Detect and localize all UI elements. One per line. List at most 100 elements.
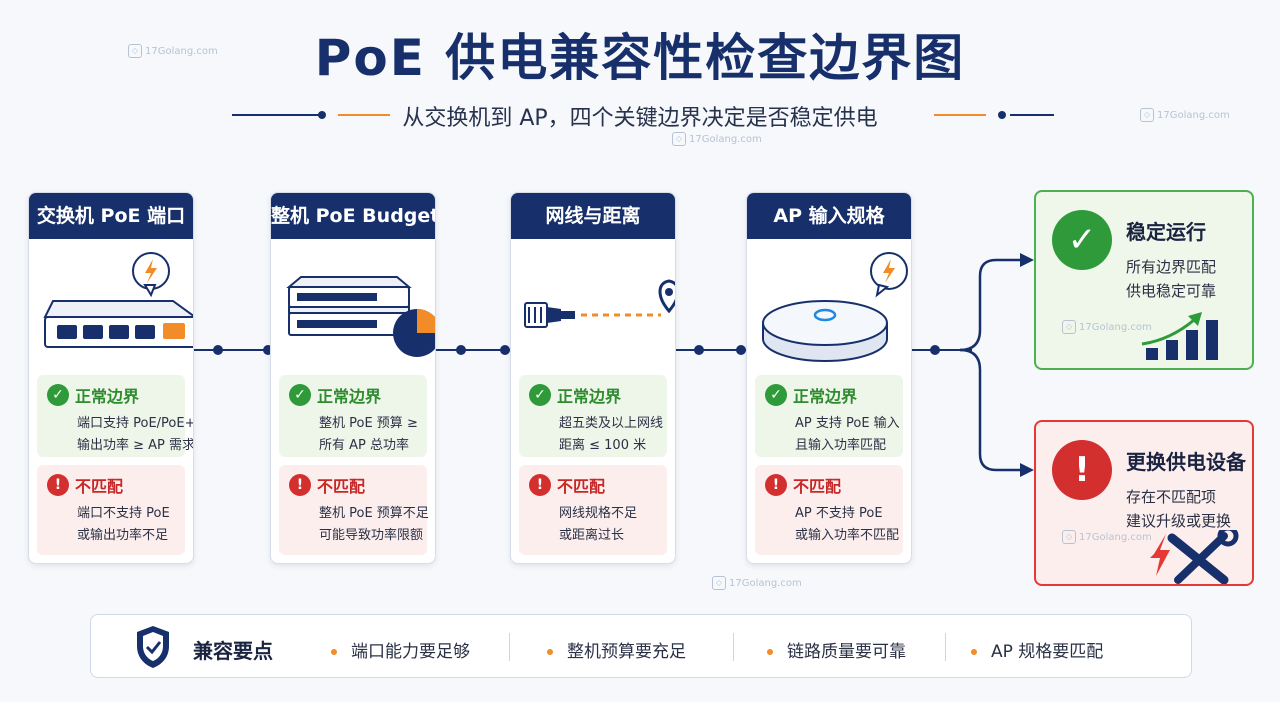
card-ap-input: AP 输入规格 ✓ 正常边界 AP 支持 PoE 输入 且输入功率匹配 !不匹配 … [746, 192, 912, 564]
subtitle-left-dot [318, 111, 326, 119]
growth-chart-icon [1141, 312, 1218, 360]
alert-icon: ! [1052, 440, 1112, 500]
watermark: ◇17Golang.com [1062, 320, 1152, 334]
watermark-text: 17Golang.com [1157, 109, 1230, 121]
card-title: AP 输入规格 [747, 193, 911, 239]
connector-line [194, 349, 270, 351]
connector-dot [263, 345, 273, 355]
watermark-text: 17Golang.com [729, 577, 802, 589]
mismatch-box: !不匹配 AP 不支持 PoE 或输入功率不匹配 [755, 465, 903, 555]
bullet-dot [547, 649, 553, 655]
access-point-icon [762, 252, 908, 362]
connector-line [676, 349, 746, 351]
page-subtitle: 从交换机到 AP，四个关键边界决定是否稳定供电 [402, 106, 878, 131]
footer-divider [509, 633, 510, 661]
footer-item: 整机预算要充足 [547, 637, 686, 662]
result-replace: ! 更换供电设备 存在不匹配项 建议升级或更换 ◇17Golang.com [1034, 420, 1254, 586]
watermark-logo-icon: ◇ [712, 576, 726, 590]
result-line: 供电稳定可靠 [1126, 282, 1217, 300]
branch-arrows [960, 253, 1034, 477]
normal-boundary-line: 端口支持 PoE/PoE+ [77, 416, 194, 431]
mismatch-line: 可能导致功率限额 [319, 528, 424, 543]
result-line: 建议升级或更换 [1126, 512, 1232, 530]
bullet-dot [331, 649, 337, 655]
normal-boundary-box: ✓正常边界 整机 PoE 预算 ≥ 所有 AP 总功率 [279, 375, 427, 457]
result-stable: ✓ 稳定运行 所有边界匹配 供电稳定可靠 ◇17Golang.com [1034, 190, 1254, 370]
check-icon: ✓ [765, 384, 787, 406]
connector-dot [694, 345, 704, 355]
card-cable-distance: 网线与距离 ✓ 正常边界 超五类及以上网线 距离 ≤ 100 米 ! 不匹配 网线规… [510, 192, 676, 564]
normal-boundary-label: 正常边界 [557, 387, 622, 406]
cable-icon [524, 279, 675, 328]
connector-dot [213, 345, 223, 355]
watermark-logo-icon: ◇ [1140, 108, 1154, 122]
watermark: ◇17Golang.com [1062, 530, 1152, 544]
watermark: ◇17Golang.com [1140, 108, 1230, 122]
mismatch-label: 不匹配 [75, 477, 124, 496]
normal-boundary-box: ✓ 正常边界 AP 支持 PoE 输入 且输入功率匹配 [755, 375, 903, 457]
connector-dot [500, 345, 510, 355]
mismatch-box: ! 不匹配 整机 PoE 预算不足 可能导致功率限额 [279, 465, 429, 555]
normal-boundary-label: 正常边界 [317, 387, 382, 406]
check-icon: ✓ [1052, 210, 1112, 270]
server-icon [286, 276, 435, 357]
normal-boundary-label: 正常边界 [75, 387, 140, 406]
footer-item-text: AP 规格要匹配 [991, 642, 1104, 662]
connector-dot [456, 345, 466, 355]
mismatch-label: 不匹配 [557, 477, 606, 496]
result-title: 稳定运行 [1126, 220, 1206, 244]
connector-line [912, 349, 972, 351]
normal-boundary-line: 所有 AP 总功率 [319, 438, 409, 453]
watermark-text: 17Golang.com [689, 133, 762, 145]
normal-boundary-label: 正常边界 [793, 387, 858, 406]
watermark: ◇17Golang.com [712, 576, 802, 590]
mismatch-label: 不匹配 [317, 477, 366, 496]
bullet-dot [971, 649, 977, 655]
footer-item-text: 链路质量要可靠 [787, 642, 906, 662]
footer-summary: 兼容要点 端口能力要足够 整机预算要充足 链路质量要可靠 AP 规格要匹配 [90, 614, 1192, 678]
mismatch-line: 或距离过长 [559, 528, 625, 543]
watermark-text: 17Golang.com [1079, 321, 1152, 333]
normal-boundary-line: 距离 ≤ 100 米 [559, 438, 647, 453]
subtitle-right-dot [998, 111, 1006, 119]
mismatch-line: AP 不支持 PoE [795, 506, 883, 521]
check-icon: ✓ [289, 384, 311, 406]
footer-item: AP 规格要匹配 [971, 637, 1103, 662]
alert-icon: ! [765, 474, 787, 496]
mismatch-box: ! 不匹配 网线规格不足 或距离过长 [519, 465, 667, 555]
result-line: 所有边界匹配 [1126, 258, 1217, 276]
tools-icon [1150, 530, 1239, 584]
watermark-text: 17Golang.com [145, 45, 218, 57]
watermark-logo-icon: ◇ [1062, 320, 1076, 334]
normal-boundary-line: 且输入功率匹配 [795, 438, 887, 453]
footer-item: 链路质量要可靠 [767, 637, 906, 662]
subtitle-right-rule [1010, 114, 1054, 116]
normal-boundary-line: 超五类及以上网线 [559, 416, 664, 431]
mismatch-line: 或输出功率不足 [77, 528, 169, 543]
check-icon: ✓ [529, 384, 551, 406]
shield-check-icon [137, 626, 169, 668]
subtitle-right-accent [934, 114, 986, 116]
alert-icon: ! [47, 474, 69, 496]
normal-boundary-box: ✓ 正常边界 超五类及以上网线 距离 ≤ 100 米 [519, 375, 667, 457]
subtitle-left-accent [338, 114, 390, 116]
connector-line [436, 349, 510, 351]
result-line: 存在不匹配项 [1126, 488, 1217, 506]
normal-boundary-line: AP 支持 PoE 输入 [795, 416, 900, 431]
mismatch-line: 网线规格不足 [559, 506, 638, 521]
footer-divider [945, 633, 946, 661]
normal-boundary-line: 输出功率 ≥ AP 需求 [77, 438, 194, 453]
subtitle-row: 从交换机到 AP，四个关键边界决定是否稳定供电 [0, 96, 1280, 136]
card-poe-budget: 整机 PoE Budget ✓正常边界 整机 PoE 预算 ≥ 所有 AP 总功… [270, 192, 436, 564]
card-title: 网线与距离 [511, 193, 675, 239]
footer-item-text: 整机预算要充足 [567, 642, 686, 662]
subtitle-left-rule [232, 114, 322, 116]
result-title: 更换供电设备 [1126, 450, 1246, 474]
alert-icon: ! [529, 474, 551, 496]
card-switch-port: 交换机 PoE 端口 ✓正常边界 端口支持 PoE/PoE+ 输出功率 ≥ AP… [28, 192, 194, 564]
footer-item-text: 端口能力要足够 [351, 642, 470, 662]
card-title: 交换机 PoE 端口 [29, 193, 193, 239]
mismatch-line: 整机 PoE 预算不足 [319, 506, 429, 521]
alert-icon: ! [289, 474, 311, 496]
footer-item: 端口能力要足够 [331, 637, 470, 662]
